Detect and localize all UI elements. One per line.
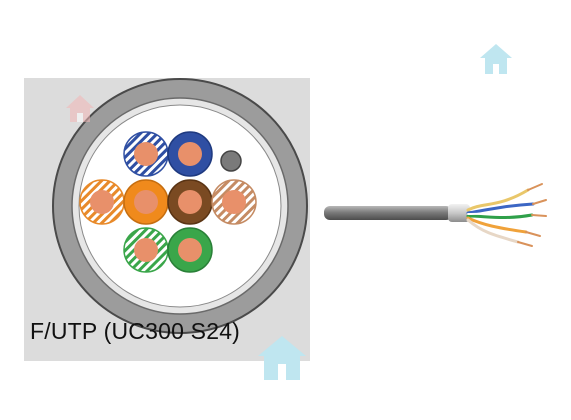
house-watermark-icon [66, 95, 94, 122]
conductor-orange [123, 179, 169, 225]
house-watermark-icon [258, 336, 306, 380]
cable-photo [324, 183, 547, 247]
cable-foil-photo [448, 204, 470, 222]
cable-jacket-photo [324, 206, 452, 220]
cable-cross-section-diagram [52, 78, 308, 334]
conductor-green-white [123, 227, 169, 273]
conductor-orange-white [79, 179, 125, 225]
conductor-blue [167, 131, 213, 177]
conductor-green [167, 227, 213, 273]
cable-type-caption: F/UTP (UC300 S24) [30, 318, 241, 344]
house-watermark-icon [480, 44, 512, 74]
conductor-brown-white [211, 179, 257, 225]
conductor-brown [167, 179, 213, 225]
conductor-blue-white [123, 131, 169, 177]
drain-wire [220, 150, 242, 172]
twisted-pairs-photo [466, 183, 547, 247]
cable-cross-section-panel: F/UTP (UC300 S24) [24, 78, 310, 361]
